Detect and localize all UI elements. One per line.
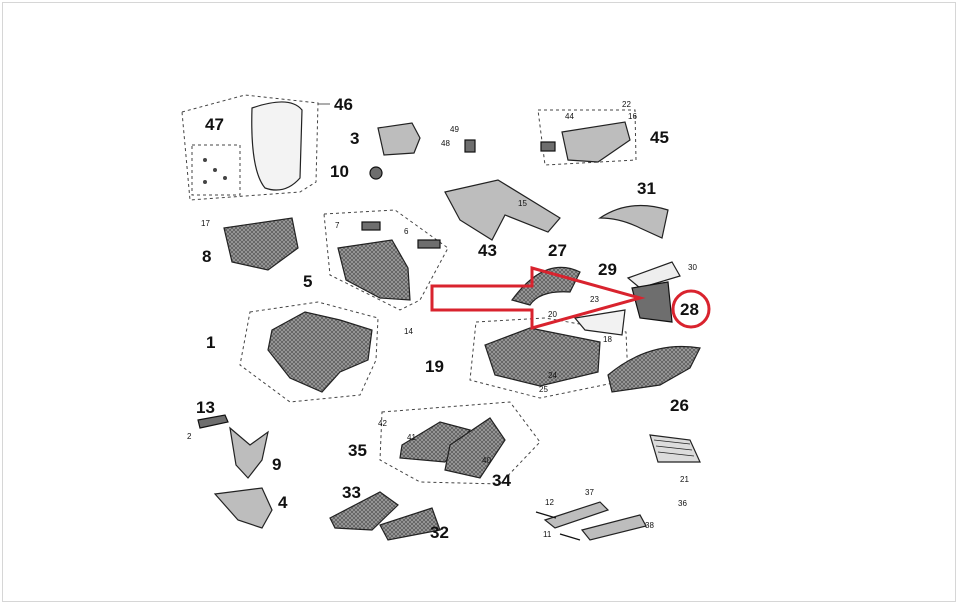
callout-43: 43 [478,241,497,260]
image-frame [2,2,956,602]
part-4-shape [213,487,273,529]
part-29-shape [626,261,681,289]
label-41: 41 [407,433,416,442]
callout-46: 46 [334,95,353,114]
trim-strips-group [535,501,647,541]
callout-13: 13 [196,398,215,417]
part-10-shape [369,166,383,180]
callout-31: 31 [637,179,656,198]
part-26-shape [607,345,701,393]
part-32-33-group [329,491,441,541]
callout-33: 33 [342,483,361,502]
callout-3: 3 [350,129,359,148]
label-12: 12 [545,498,554,507]
highlight-circle [671,289,711,329]
label-23: 23 [590,295,599,304]
callout-26: 26 [670,396,689,415]
part-48-shape [464,139,476,153]
label-48: 48 [441,139,450,148]
label-36: 36 [678,499,687,508]
part-13-shape [197,414,229,429]
callout-29: 29 [598,260,617,279]
label-38: 38 [645,521,654,530]
label-2: 2 [187,432,192,441]
label-6: 6 [404,227,409,236]
part-3-shape [377,122,421,156]
label-15: 15 [518,199,527,208]
callout-32: 32 [430,523,449,542]
label-18: 18 [603,335,612,344]
callout-47: 47 [205,115,224,134]
callout-1: 1 [206,333,215,352]
callout-9: 9 [272,455,281,474]
label-40: 40 [482,456,491,465]
label-25: 25 [539,385,548,394]
part-43-shape [444,179,561,241]
callout-35: 35 [348,441,367,460]
part-5-group [323,209,449,311]
callout-4: 4 [278,493,288,512]
label-22: 22 [622,100,631,109]
label-11: 11 [543,530,552,539]
callout-21: 21 [680,475,689,484]
callout-28: 28 [680,300,699,319]
label-49: 49 [450,125,459,134]
label-20: 20 [548,310,557,319]
part-34-35-group [379,401,541,485]
label-17: 17 [201,219,210,228]
label-30: 30 [688,263,697,272]
callout-27: 27 [548,241,567,260]
callout-34: 34 [492,471,511,490]
label-7: 7 [335,221,340,230]
label-44: 44 [565,112,574,121]
part-9-shape [229,426,269,479]
part-1-group [239,301,379,403]
callout-19: 19 [425,357,444,376]
label-14: 14 [404,327,413,336]
callout-8: 8 [202,247,211,266]
part-21-shape [649,434,701,463]
part-8-shape [223,217,299,271]
part-28-shape [631,281,673,323]
part-45-group [537,109,637,166]
label-16: 16 [628,112,637,121]
windshield-group [181,94,330,201]
label-24: 24 [548,371,557,380]
callout-10: 10 [330,162,349,181]
label-42: 42 [378,419,387,428]
callout-45: 45 [650,128,669,147]
pointer-arrow [430,266,646,330]
callout-5: 5 [303,272,312,291]
part-31-shape [598,204,669,239]
label-37: 37 [585,488,594,497]
